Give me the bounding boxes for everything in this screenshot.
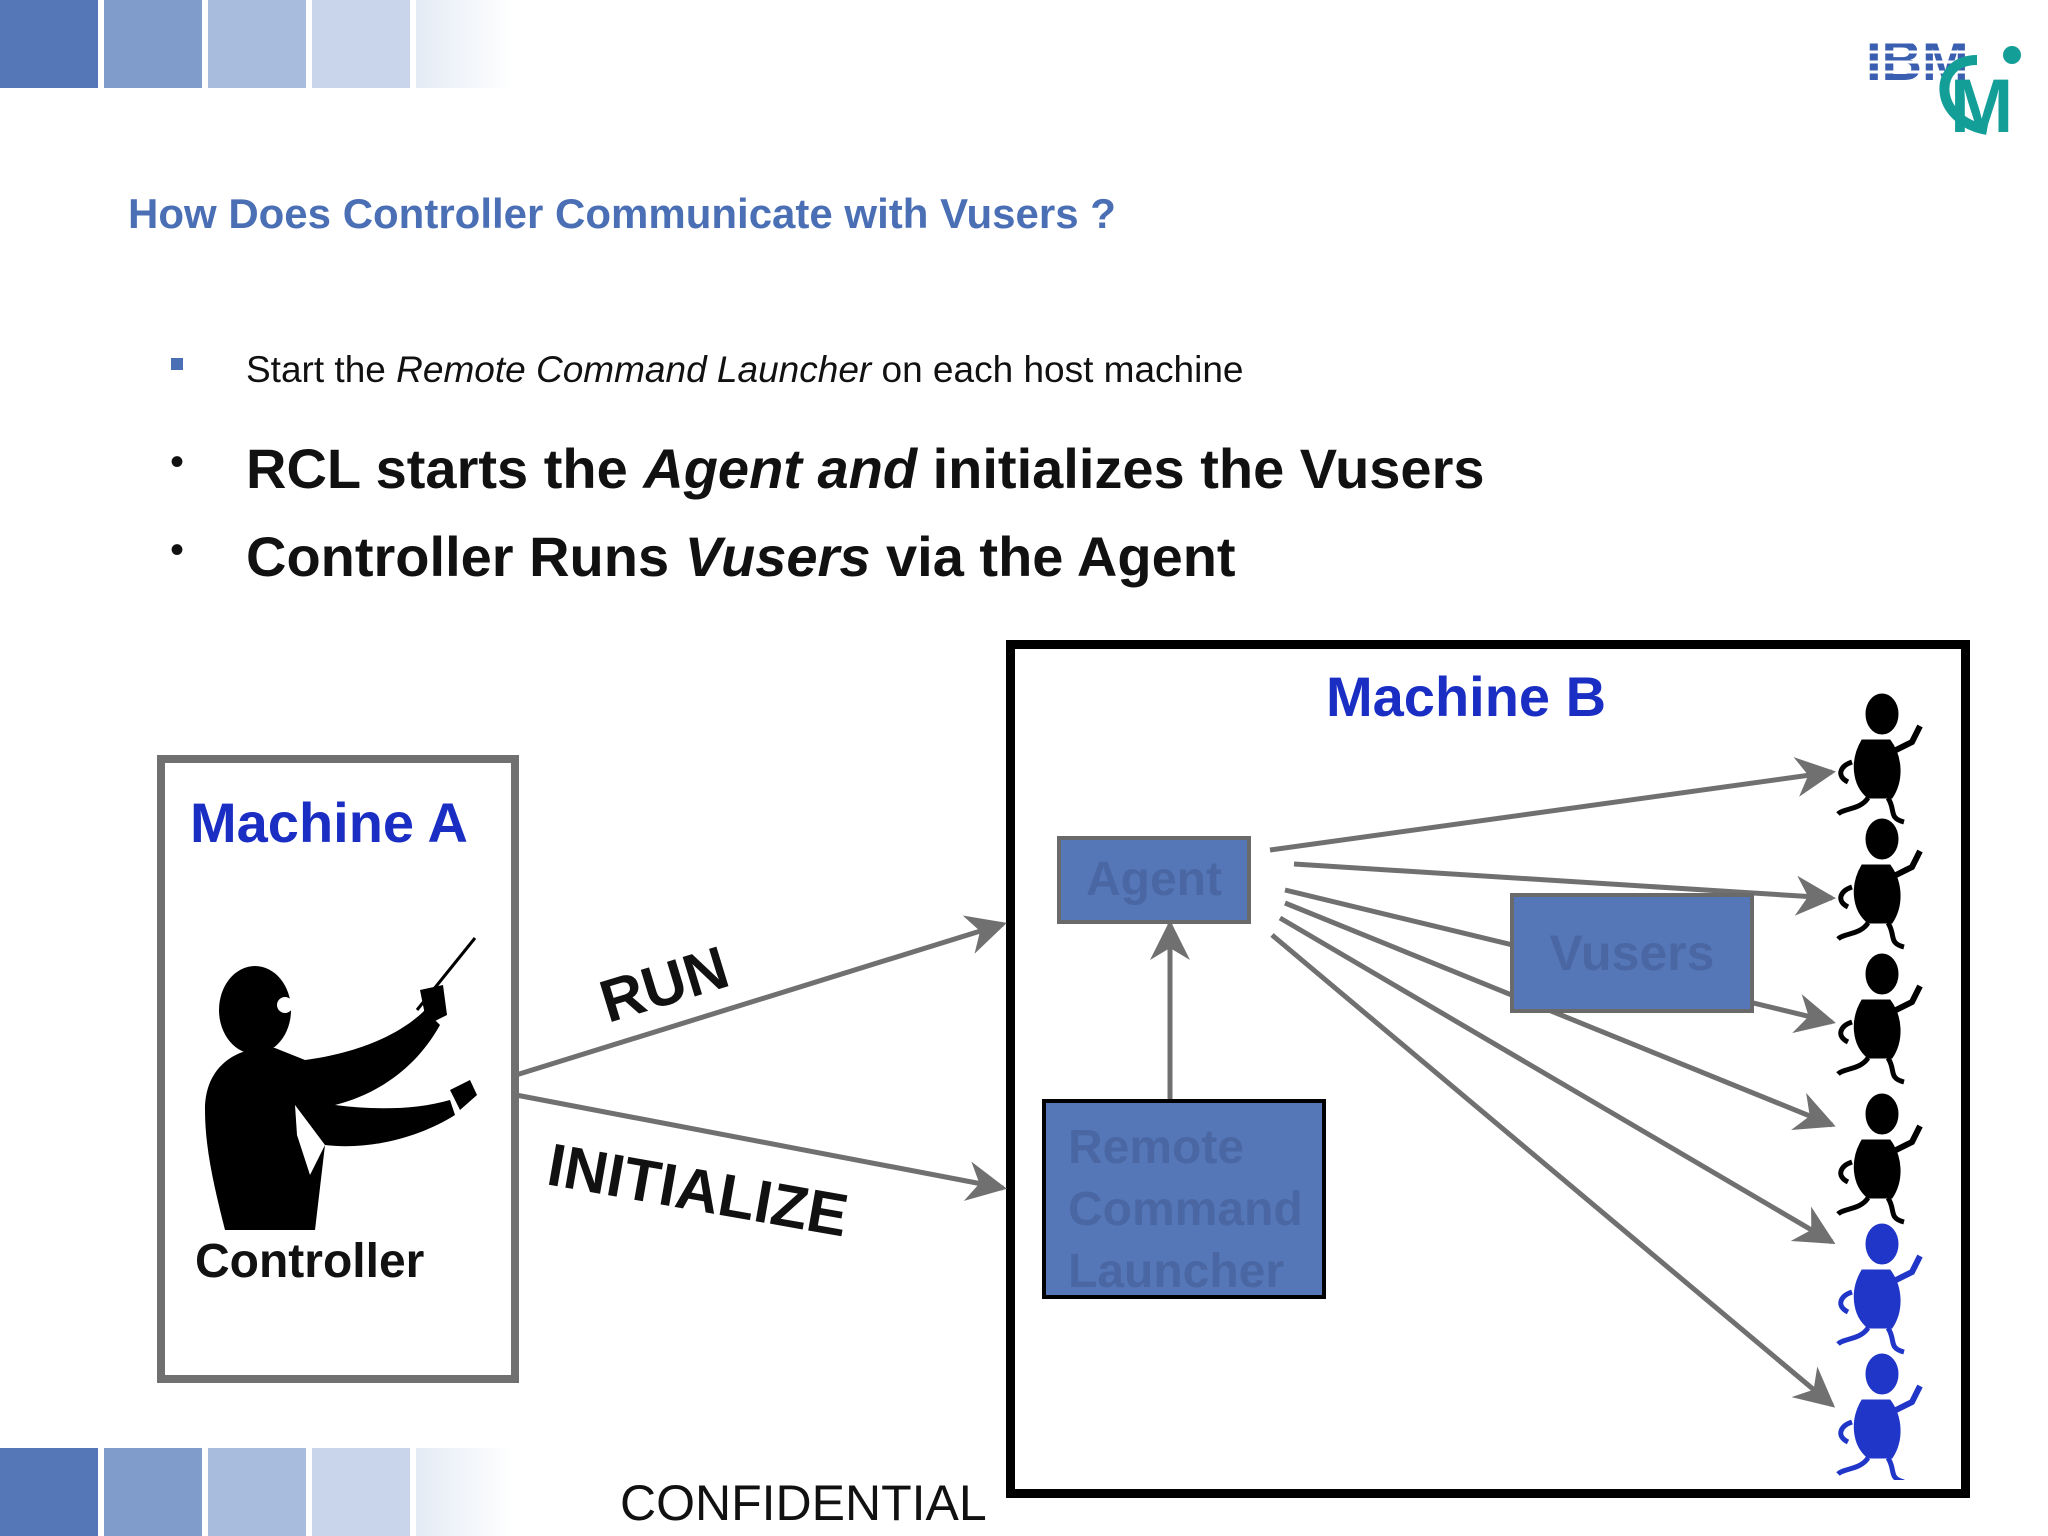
band-square [104,1448,202,1536]
bullet-2-suffix: via the Agent [870,525,1236,588]
vuser-figure-icon [1838,1354,1920,1480]
bullet-dot: • [170,528,185,572]
sub-bullet-suffix: on each host machine [871,349,1244,390]
sub-bullet-text: Start the Remote Command Launcher on eac… [246,349,1244,391]
initialize-arrow [515,1092,1007,1201]
agent-to-vuser-arrow [1278,915,1836,1245]
band-square [104,0,202,88]
band-square [208,1448,306,1536]
remote-command-launcher-box: Remote Command Launcher [1042,1099,1326,1299]
bullet-1-suffix: initializes the Vusers [917,437,1485,500]
bullet-1: RCL starts the Agent and initializes the… [246,436,1485,501]
bullet-1-prefix: RCL starts the [246,437,644,500]
conductor-icon [205,937,477,1230]
agent-box: Agent [1057,836,1251,924]
agent-to-vuser-arrow [1270,933,1836,1408]
bottom-decoration-band [0,1448,520,1536]
band-square [0,1448,98,1536]
bullet-marker [171,358,183,370]
sub-bullet-prefix: Start the [246,349,397,390]
band-square [312,1448,410,1536]
slide-title: How Does Controller Communicate with Vus… [128,190,1116,237]
agent-to-vuser-arrow [1284,900,1836,1130]
agent-to-vuser-arrow [1269,757,1836,853]
run-arrow [515,915,1007,1078]
run-label: RUN [592,933,736,1035]
controller-label: Controller [195,1235,425,1288]
agent-to-vuser-arrow [1293,861,1836,916]
sub-bullet-emphasis: Remote Command Launcher [396,349,872,390]
bullet-2-emphasis: Vusers [684,525,871,588]
top-decoration-band [0,0,520,88]
band-square [208,0,306,88]
machine-b-title: Machine B [1326,665,1607,728]
vuser-figure-icon [1838,1094,1920,1222]
svg-text:M: M [1950,64,2013,149]
bullet-dot: • [170,440,185,484]
vuser-figure-icon [1838,954,1920,1082]
band-square [416,1448,514,1536]
ibm-cm-logo: IBM M [1862,29,2032,149]
machine-a-title: Machine A [190,791,468,854]
vuser-figure-icon [1838,819,1920,947]
band-square [416,0,514,88]
rcl-line: Launcher [1068,1245,1285,1298]
band-square [0,0,98,88]
bullet-2-prefix: Controller Runs [246,525,685,588]
vuser-figure-icon [1838,694,1920,822]
rcl-line: Remote [1068,1121,1245,1174]
rcl-line: Command [1068,1183,1303,1236]
vuser-figure-icon [1838,1224,1920,1352]
bullet-1-emphasis: Agent and [643,437,918,500]
vusers-box: Vusers [1510,893,1754,1013]
bullet-2: Controller Runs Vusers via the Agent [246,524,1236,589]
confidential-label: CONFIDENTIAL [620,1475,987,1531]
band-square [312,0,410,88]
vuser-figures [1830,690,1950,1480]
